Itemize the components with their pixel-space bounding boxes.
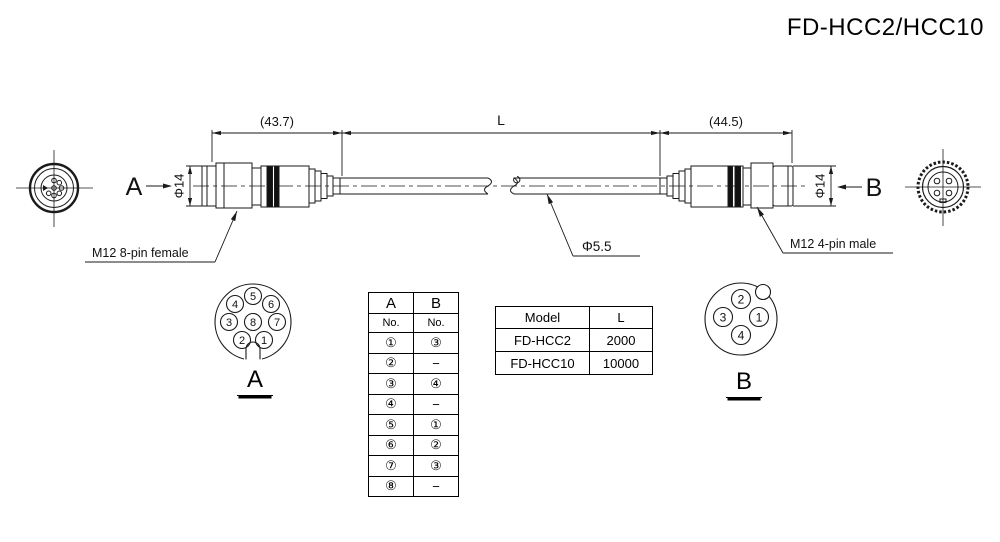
pin-b-1: 1 [756, 311, 763, 325]
keyway-marker [43, 185, 48, 191]
pinout-a-label: A [237, 366, 274, 396]
table-row: FD-HCC10 10000 [495, 351, 653, 375]
cable-assembly-drawing: (43.7) L (44.5) Φ14 Φ14 A B M12 8-pin fe… [16, 112, 981, 263]
pin-a-7: 7 [274, 317, 280, 329]
cable-drawing [340, 176, 660, 195]
pin-a-2: 2 [239, 335, 245, 347]
table-row: ⑧− [368, 475, 459, 497]
dia-connector-b-label: Φ14 [812, 174, 827, 199]
pin-a-3: 3 [226, 317, 232, 329]
pin-table-header-b: B [413, 292, 459, 314]
table-row: ④− [368, 393, 459, 415]
connector-b-note: M12 4-pin male [790, 237, 876, 251]
pin-b-2: 2 [738, 293, 745, 307]
pin-a-1: 1 [261, 335, 267, 347]
dim-length-label: L [497, 112, 505, 128]
dim-connector-b-label: (44.5) [709, 114, 743, 129]
pin-table-subheader-b: No. [413, 313, 459, 333]
cable-diameter-label: Φ5.5 [582, 239, 612, 254]
pin-a-5: 5 [250, 291, 256, 303]
page-title: FD-HCC2/HCC10 [786, 14, 984, 41]
model-length: 10000 [589, 351, 653, 375]
pin-a-4: 4 [232, 299, 238, 311]
leader-lines [85, 193, 893, 263]
connector-a-note: M12 8-pin female [92, 246, 189, 260]
table-row: FD-HCC2 2000 [495, 328, 653, 352]
dia-connector-a-label: Φ14 [171, 174, 186, 199]
view-a-arrow-label: A [126, 173, 143, 201]
connector-a-drawing [201, 162, 341, 209]
pin-b-4: 4 [738, 329, 745, 343]
pin-a-6: 6 [268, 299, 274, 311]
pin-table-subheader-a: No. [368, 313, 414, 333]
pin-a-8: 8 [250, 317, 256, 329]
connector-b-drawing [659, 162, 794, 209]
model-name: FD-HCC2 [495, 328, 590, 352]
end-view-a-drawing [16, 150, 93, 227]
dimension-lines [211, 130, 793, 176]
view-direction-arrows [146, 183, 862, 190]
diameter-dimensions [186, 165, 836, 207]
pin-b-3: 3 [720, 311, 727, 325]
table-row: ②− [368, 352, 459, 374]
end-view-b-drawing [905, 149, 981, 226]
model-length: 2000 [589, 328, 653, 352]
model-table-header-length: L [589, 306, 653, 329]
pin-table-header-a: A [368, 292, 414, 314]
pinout-b-label: B [726, 368, 763, 398]
model-table-header-model: Model [495, 306, 590, 329]
pinout-diagram-b: 2 3 1 4 [704, 282, 778, 356]
view-b-arrow-label: B [866, 174, 883, 202]
dim-connector-a-label: (43.7) [260, 114, 294, 129]
model-length-table: Model L FD-HCC2 2000 FD-HCC10 10000 [495, 306, 653, 375]
model-name: FD-HCC10 [495, 351, 590, 375]
pinout-diagram-a: 1 2 3 4 5 6 7 8 [214, 283, 292, 363]
